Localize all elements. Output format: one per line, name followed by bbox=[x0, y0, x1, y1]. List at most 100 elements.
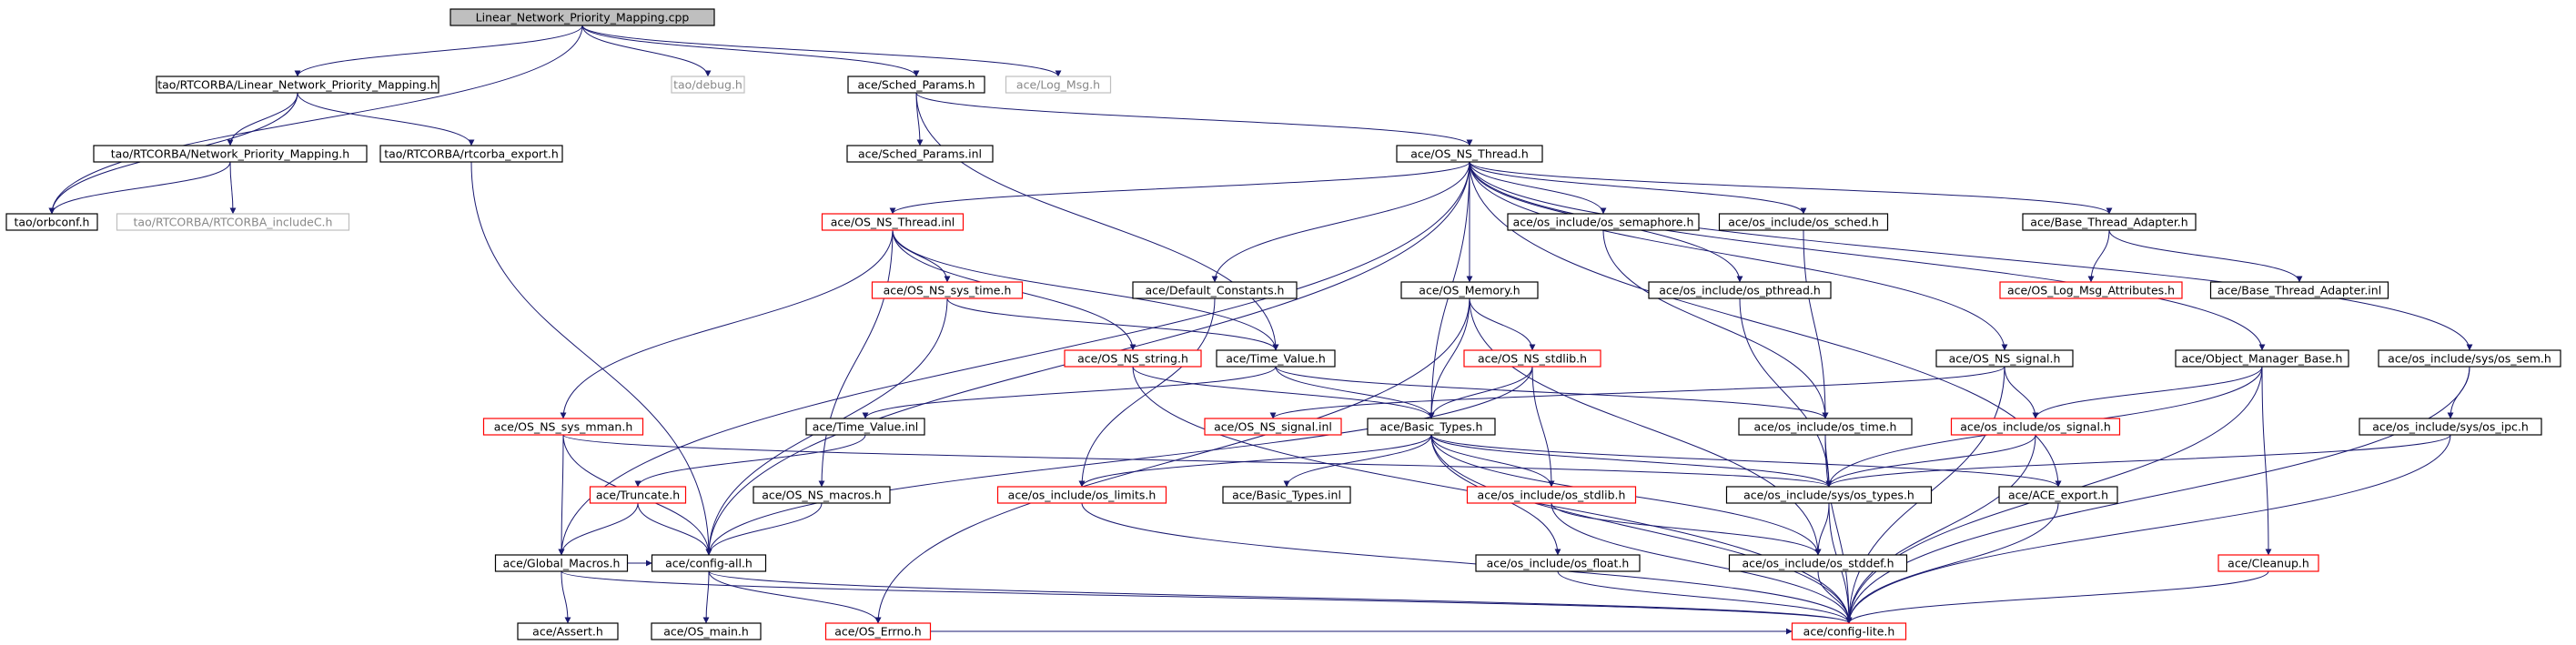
node-box bbox=[871, 281, 1024, 299]
edge-config-all-h-to-config-lite-h bbox=[708, 570, 1853, 624]
node-os-ns-sys-time-h[interactable]: ace/OS_NS_sys_time.h bbox=[871, 281, 1024, 299]
edge-os-ns-thread-h-to-os-sched-h bbox=[1469, 161, 1807, 215]
node-log-msg-h: ace/Log_Msg.h bbox=[1005, 76, 1112, 94]
node-orbconf-h[interactable]: tao/orbconf.h bbox=[5, 213, 98, 231]
node-root[interactable]: Linear_Network_Priority_Mapping.cpp bbox=[450, 8, 715, 26]
node-truncate-h[interactable]: ace/Truncate.h bbox=[589, 486, 687, 504]
node-assert-h[interactable]: ace/Assert.h bbox=[517, 622, 619, 640]
node-basic-types-inl[interactable]: ace/Basic_Types.inl bbox=[1222, 486, 1351, 504]
node-config-lite-h[interactable]: ace/config-lite.h bbox=[1791, 622, 1907, 640]
node-os-types-h[interactable]: ace/os_include/sys/os_types.h bbox=[1725, 486, 1933, 504]
edge-truncate-h-to-global-macros-h bbox=[558, 502, 639, 556]
edge-os-ns-sys-mman-h-to-global-macros-h bbox=[558, 434, 565, 556]
node-os-ns-stdlib-h[interactable]: ace/OS_NS_stdlib.h bbox=[1463, 349, 1601, 368]
node-rtcorba-export-h[interactable]: tao/RTCORBA/rtcorba_export.h bbox=[379, 145, 563, 163]
node-box bbox=[1728, 554, 1908, 572]
node-os-time-h[interactable]: ace/os_include/os_time.h bbox=[1738, 418, 1913, 436]
node-label: ace/os_include/sys/os_ipc.h bbox=[2372, 420, 2529, 434]
node-box bbox=[1064, 349, 1202, 368]
node-os-limits-h[interactable]: ace/os_include/os_limits.h bbox=[996, 486, 1167, 504]
node-sched-params-h[interactable]: ace/Sched_Params.h bbox=[847, 76, 985, 94]
node-label: ace/Time_Value.inl bbox=[813, 420, 918, 434]
node-box bbox=[1367, 418, 1496, 436]
node-box bbox=[1005, 76, 1112, 94]
edge-os-ns-signal-h-to-os-signal-h bbox=[2004, 366, 2039, 419]
edge-os-memory-h-to-os-errno-h bbox=[874, 297, 1470, 624]
node-base-thread-adapter-inl[interactable]: ace/Base_Thread_Adapter.inl bbox=[2209, 281, 2389, 299]
node-os-semaphore-h[interactable]: ace/os_include/os_semaphore.h bbox=[1507, 213, 1700, 231]
node-base-thread-adapter-h[interactable]: ace/Base_Thread_Adapter.h bbox=[2022, 213, 2197, 231]
node-os-ns-thread-inl[interactable]: ace/OS_NS_Thread.inl bbox=[821, 213, 965, 231]
node-config-all-h[interactable]: ace/config-all.h bbox=[651, 554, 767, 572]
node-time-value-inl[interactable]: ace/Time_Value.inl bbox=[805, 418, 925, 436]
node-box bbox=[1132, 281, 1298, 299]
edge-os-ns-stdlib-h-to-os-stdlib-h bbox=[1531, 366, 1555, 488]
edge-os-types-h-to-os-stddef-h bbox=[1814, 502, 1830, 556]
node-os-ns-thread-h[interactable]: ace/OS_NS_Thread.h bbox=[1396, 145, 1543, 163]
edge-os-float-h-to-config-lite-h bbox=[1557, 570, 1853, 624]
edge-ace-export-h-to-config-lite-h bbox=[1845, 502, 2059, 624]
edge-basic-types-h-to-os-types-h bbox=[1430, 434, 1833, 488]
node-os-ns-signal-h[interactable]: ace/OS_NS_signal.h bbox=[1935, 349, 2074, 368]
node-label: ace/OS_NS_macros.h bbox=[762, 489, 882, 502]
edge-os-ns-thread-h-to-os-semaphore-h bbox=[1469, 161, 1607, 215]
node-os-ns-sys-mman-h[interactable]: ace/OS_NS_sys_mman.h bbox=[482, 418, 644, 436]
node-label: ace/OS_Errno.h bbox=[834, 625, 921, 639]
edge-base-thread-adapter-h-to-base-thread-adapter-inl bbox=[2108, 229, 2303, 283]
edge-os-stdlib-h-to-os-stddef-h bbox=[1551, 502, 1822, 556]
node-os-ns-macros-h[interactable]: ace/OS_NS_macros.h bbox=[753, 486, 891, 504]
node-os-memory-h[interactable]: ace/OS_Memory.h bbox=[1400, 281, 1539, 299]
node-box bbox=[996, 486, 1167, 504]
node-basic-types-h[interactable]: ace/Basic_Types.h bbox=[1367, 418, 1496, 436]
node-box bbox=[1466, 486, 1637, 504]
node-box bbox=[2378, 349, 2561, 368]
edge-os-ns-signal-h-to-os-ns-signal-inl bbox=[1269, 366, 2005, 419]
node-box bbox=[156, 76, 439, 94]
node-os-stdlib-h[interactable]: ace/os_include/os_stdlib.h bbox=[1466, 486, 1637, 504]
node-box bbox=[494, 554, 629, 572]
node-os-log-msg-attributes-h[interactable]: ace/OS_Log_Msg_Attributes.h bbox=[1999, 281, 2183, 299]
edge-rtcorba-export-h-to-config-all-h bbox=[470, 161, 712, 556]
node-label: ace/os_include/os_pthread.h bbox=[1659, 284, 1821, 297]
node-os-sem-h[interactable]: ace/os_include/sys/os_sem.h bbox=[2378, 349, 2561, 368]
edge-os-stddef-h-to-config-lite-h bbox=[1817, 570, 1853, 624]
node-sched-params-inl[interactable]: ace/Sched_Params.inl bbox=[846, 145, 994, 163]
edge-basic-types-h-to-config-lite-h bbox=[1430, 434, 1853, 624]
edge-os-sem-h-to-config-lite-h bbox=[1845, 366, 2470, 624]
node-box bbox=[450, 8, 715, 26]
node-global-macros-h[interactable]: ace/Global_Macros.h bbox=[494, 554, 629, 572]
node-object-manager-base-h[interactable]: ace/Object_Manager_Base.h bbox=[2175, 349, 2349, 368]
node-debug-h: tao/debug.h bbox=[671, 76, 745, 94]
edge-root-to-sched-params-h bbox=[581, 25, 920, 77]
node-lnpm-h[interactable]: tao/RTCORBA/Linear_Network_Priority_Mapp… bbox=[156, 76, 439, 94]
node-box bbox=[2209, 281, 2389, 299]
node-label: ace/Sched_Params.inl bbox=[858, 147, 982, 161]
edge-base-thread-adapter-h-to-os-log-msg-attributes-h bbox=[2087, 229, 2110, 283]
node-time-value-h[interactable]: ace/Time_Value.h bbox=[1216, 349, 1336, 368]
node-label: ace/Sched_Params.h bbox=[857, 78, 975, 92]
node-default-constants-h[interactable]: ace/Default_Constants.h bbox=[1132, 281, 1298, 299]
node-os-pthread-h[interactable]: ace/os_include/os_pthread.h bbox=[1648, 281, 1832, 299]
node-os-float-h[interactable]: ace/os_include/os_float.h bbox=[1475, 554, 1641, 572]
node-box bbox=[1648, 281, 1832, 299]
node-os-errno-h[interactable]: ace/OS_Errno.h bbox=[824, 622, 932, 640]
node-box bbox=[2217, 554, 2319, 572]
edge-os-signal-h-to-config-lite-h bbox=[1845, 434, 2036, 624]
node-cleanup-h[interactable]: ace/Cleanup.h bbox=[2217, 554, 2319, 572]
node-label: ace/os_include/os_limits.h bbox=[1008, 489, 1157, 502]
node-npm-h[interactable]: tao/RTCORBA/Network_Priority_Mapping.h bbox=[93, 145, 368, 163]
node-box bbox=[1400, 281, 1539, 299]
edge-global-macros-h-to-config-lite-h bbox=[561, 570, 1853, 624]
node-os-sched-h[interactable]: ace/os_include/os_sched.h bbox=[1718, 213, 1889, 231]
node-os-ns-signal-inl[interactable]: ace/OS_NS_signal.inl bbox=[1204, 418, 1342, 436]
node-os-ipc-h[interactable]: ace/os_include/sys/os_ipc.h bbox=[2359, 418, 2542, 436]
node-ace-export-h[interactable]: ace/ACE_export.h bbox=[1998, 486, 2118, 504]
node-os-ns-string-h[interactable]: ace/OS_NS_string.h bbox=[1064, 349, 1202, 368]
node-box bbox=[651, 622, 762, 640]
edge-os-time-h-to-config-lite-h bbox=[1824, 434, 1853, 624]
node-os-stddef-h[interactable]: ace/os_include/os_stddef.h bbox=[1728, 554, 1908, 572]
node-os-signal-h[interactable]: ace/os_include/os_signal.h bbox=[1950, 418, 2121, 436]
edge-os-memory-h-to-os-ns-stdlib-h bbox=[1469, 297, 1536, 351]
node-box bbox=[824, 622, 932, 640]
node-os-main-h[interactable]: ace/OS_main.h bbox=[651, 622, 762, 640]
